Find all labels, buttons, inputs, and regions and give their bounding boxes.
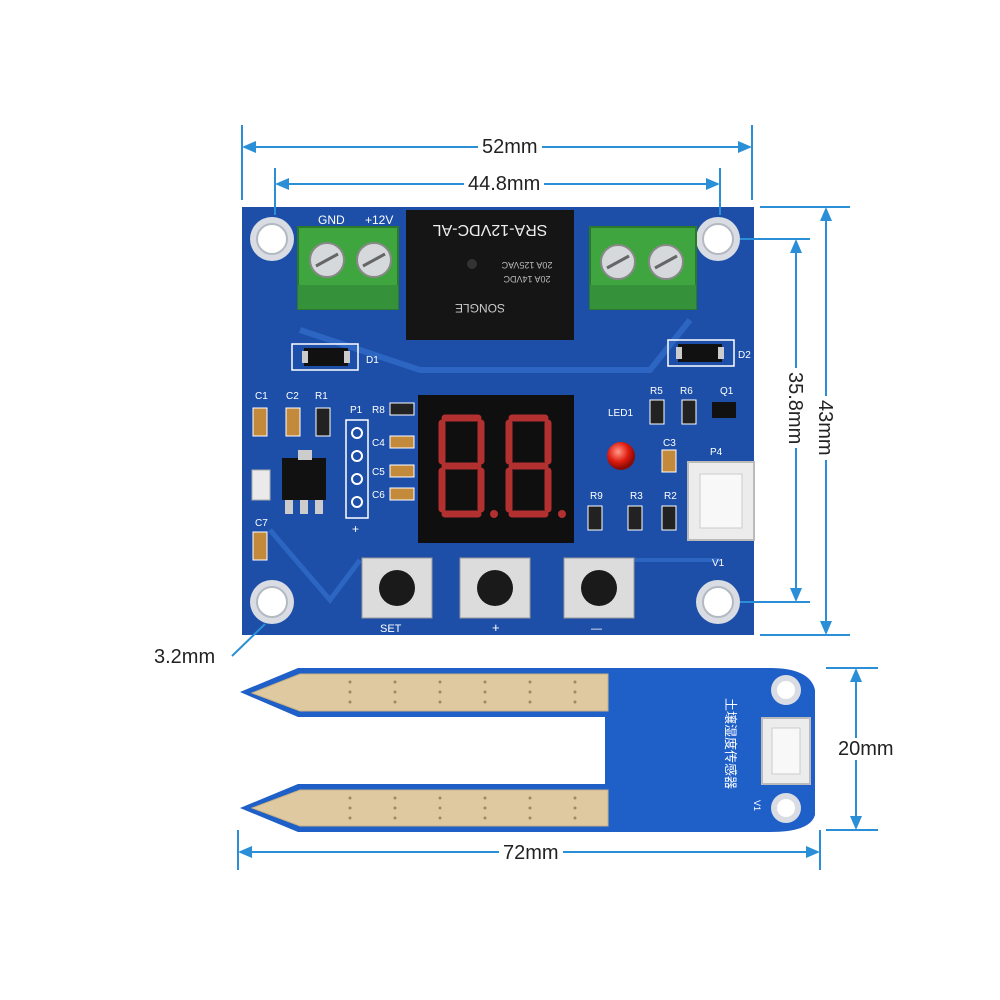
label-v1-board: V1 [712, 558, 725, 569]
capacitor-c4 [389, 435, 415, 449]
resistor-r1 [315, 407, 331, 437]
resistor-r5 [649, 399, 665, 425]
label-plus: + [352, 522, 359, 536]
capacitor-c6 [389, 487, 415, 501]
relay-brand-label: SONGLE [455, 301, 505, 315]
load-terminal-block [589, 226, 697, 310]
voltage-regulator [251, 450, 326, 514]
terminal-12v-label: +12V [365, 213, 393, 227]
label-p1: P1 [350, 405, 363, 416]
capacitor-c2 [285, 407, 301, 437]
dim-hole-diameter: 3.2mm [150, 646, 220, 668]
label-c2: C2 [286, 391, 299, 402]
capacitor-c1 [252, 407, 268, 437]
mounting-hole-tl [250, 217, 294, 261]
led-red [607, 442, 635, 470]
label-q1: Q1 [720, 386, 734, 397]
mounting-hole-br [696, 580, 740, 624]
seven-segment-display [418, 395, 574, 543]
relay-rating-1: 20A 125VAC [501, 260, 552, 270]
label-led1: LED1 [608, 408, 633, 419]
label-c5: C5 [372, 467, 385, 478]
capacitor-c5 [389, 464, 415, 478]
label-d2: D2 [738, 350, 751, 361]
label-r3: R3 [630, 491, 643, 502]
power-terminal-block [297, 226, 399, 310]
dim-hole-spacing-v: 35.8mm [783, 368, 806, 449]
header-p1 [345, 419, 369, 519]
resistor-r6 [681, 399, 697, 425]
sensor-connector-p4 [687, 461, 755, 541]
relay-rating-2: 20A 14VDC [503, 274, 551, 284]
probe-v1-label: V1 [752, 800, 762, 811]
resistor-r3 [627, 505, 643, 531]
label-r9: R9 [590, 491, 603, 502]
dim-board-height: 43mm [813, 396, 836, 460]
soil-moisture-probe: 土壤湿度传感器 V1 [240, 668, 815, 832]
label-r1: R1 [315, 391, 328, 402]
label-r5: R5 [650, 386, 663, 397]
minus-button-label: — [591, 623, 602, 635]
label-r2: R2 [664, 491, 677, 502]
label-c3: C3 [663, 438, 676, 449]
capacitor-c7 [252, 531, 268, 561]
label-c7: C7 [255, 518, 268, 529]
plus-button[interactable] [459, 557, 531, 619]
minus-button[interactable] [563, 557, 635, 619]
diode-d1 [291, 343, 359, 371]
diode-d2 [667, 339, 735, 367]
terminal-gnd-label: GND [318, 213, 345, 227]
resistor-r8 [389, 402, 415, 416]
label-d1: D1 [366, 355, 379, 366]
dim-hole-spacing-h: 44.8mm [464, 173, 545, 195]
dim-probe-width: 20mm [834, 738, 898, 760]
capacitor-c3 [661, 449, 677, 473]
dim-board-width: 52mm [478, 136, 542, 158]
probe-chinese-label: 土壤湿度传感器 [723, 698, 738, 789]
label-c6: C6 [372, 490, 385, 501]
label-c1: C1 [255, 391, 268, 402]
plus-button-label: + [492, 620, 500, 635]
label-r8: R8 [372, 405, 385, 416]
mounting-hole-tr [696, 217, 740, 261]
set-button-label: SET [380, 623, 402, 635]
dim-probe-length: 72mm [499, 842, 563, 864]
set-button[interactable] [361, 557, 433, 619]
resistor-r9 [587, 505, 603, 531]
transistor-q1 [712, 402, 736, 418]
relay-model-label: SRA-12VDC-AL [433, 221, 548, 238]
label-r6: R6 [680, 386, 693, 397]
resistor-r2 [661, 505, 677, 531]
relay: SRA-12VDC-AL 20A 125VAC 20A 14VDC SONGLE [406, 210, 574, 340]
mounting-hole-bl [250, 580, 294, 624]
label-p4: P4 [710, 447, 723, 458]
label-c4: C4 [372, 438, 385, 449]
